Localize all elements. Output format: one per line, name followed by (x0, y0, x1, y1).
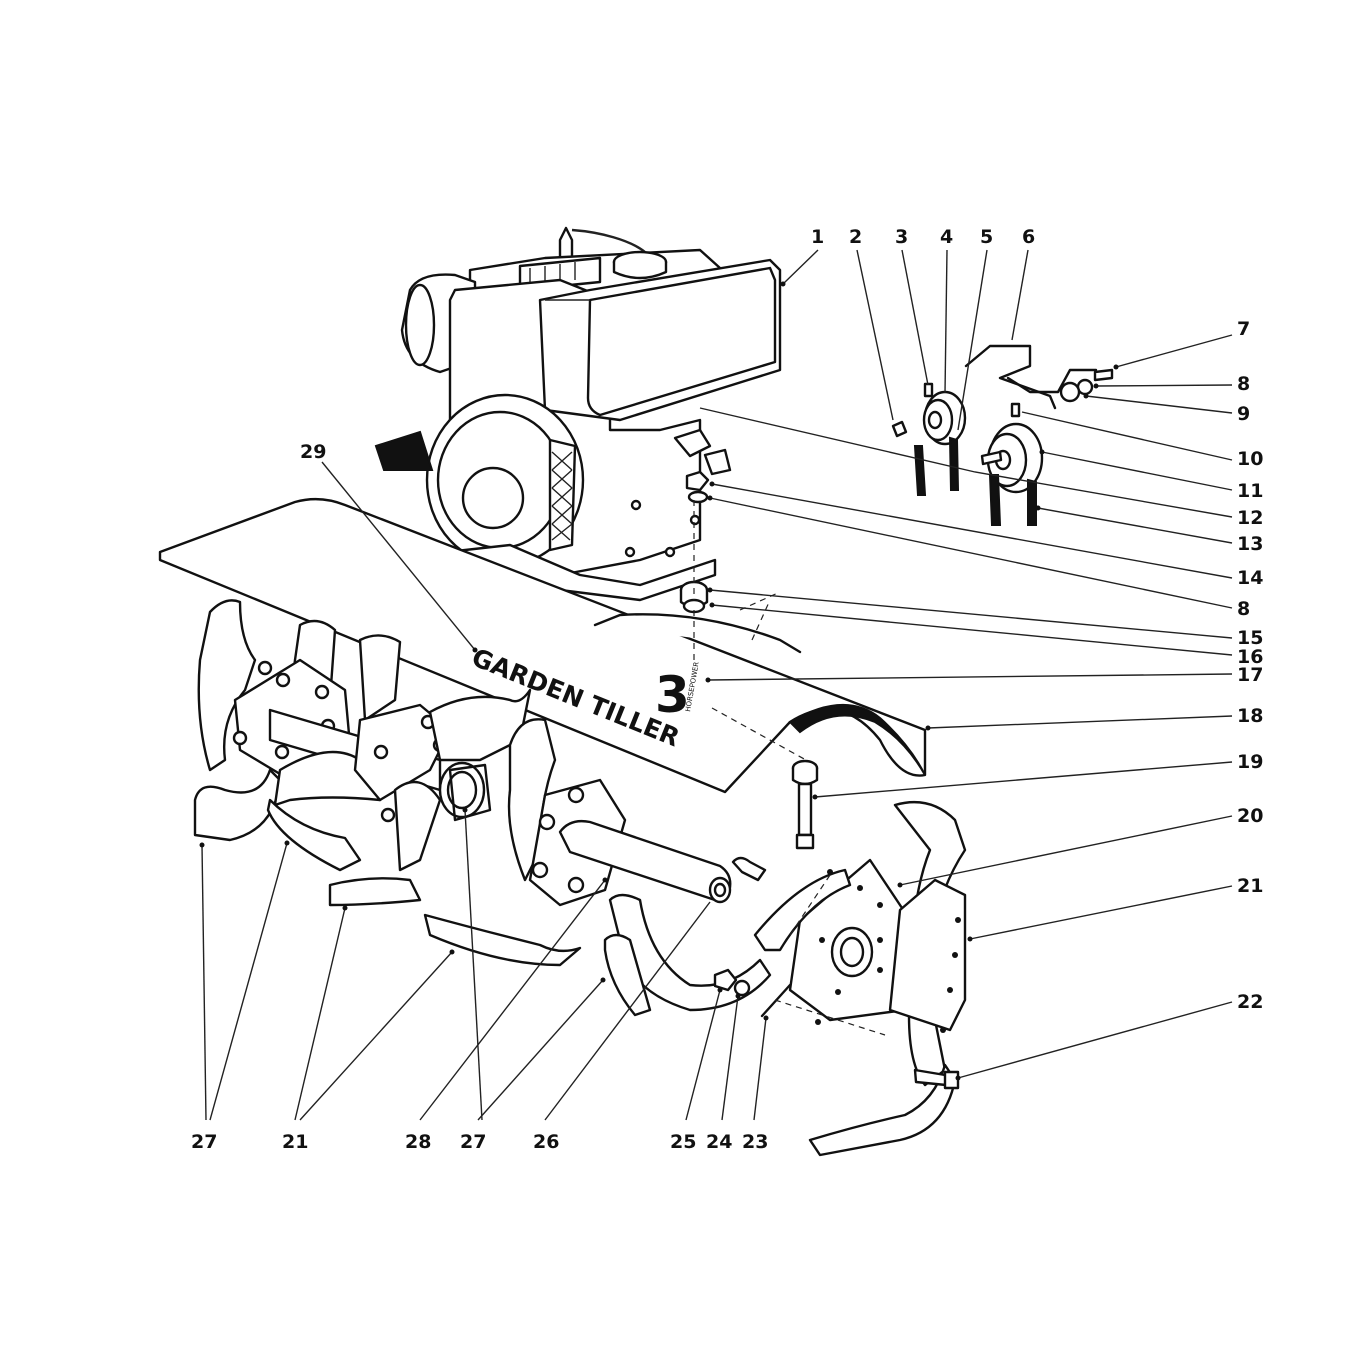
callout-leader-lines (201, 249, 1233, 1121)
left-tine-assembly (193, 599, 582, 967)
callout-26: 26 (533, 1131, 560, 1153)
callout-17: 17 (1237, 664, 1264, 686)
callout-21-right: 21 (1237, 875, 1264, 897)
assembly-center-lines (693, 500, 886, 1036)
horsepower-number: 3 (655, 666, 690, 724)
callout-15: 15 (1237, 627, 1264, 649)
pulley-and-belt-parts (679, 344, 1114, 614)
callout-6: 6 (1022, 226, 1036, 248)
callout-22: 22 (1237, 991, 1264, 1013)
callout-leader-dots (199, 281, 1119, 1081)
callout-9: 9 (1237, 403, 1251, 425)
callout-21-bottom: 21 (282, 1131, 309, 1153)
callout-2: 2 (849, 226, 863, 248)
callout-12: 12 (1237, 507, 1264, 529)
callout-13: 13 (1237, 533, 1264, 555)
callout-7: 7 (1237, 318, 1251, 340)
callout-28: 28 (405, 1131, 432, 1153)
callout-4: 4 (940, 226, 954, 248)
callout-24: 24 (706, 1131, 733, 1153)
callout-3: 3 (895, 226, 909, 248)
callout-11: 11 (1237, 480, 1264, 502)
callout-14: 14 (1237, 567, 1264, 589)
callout-8-lower: 8 (1237, 598, 1251, 620)
right-tine-assembly (507, 718, 967, 1157)
callout-16: 16 (1237, 646, 1264, 668)
callout-1: 1 (811, 226, 825, 248)
callout-18: 18 (1237, 705, 1264, 727)
engine-assembly (374, 226, 782, 602)
callout-5: 5 (980, 226, 994, 248)
callout-8-upper: 8 (1237, 373, 1251, 395)
callout-10: 10 (1237, 448, 1264, 470)
callout-20: 20 (1237, 805, 1264, 827)
callout-19: 19 (1237, 751, 1264, 773)
callout-23: 23 (742, 1131, 769, 1153)
callout-27-left: 27 (191, 1131, 218, 1153)
callout-25: 25 (670, 1131, 697, 1153)
callout-29: 29 (300, 441, 327, 463)
callout-27-center: 27 (460, 1131, 487, 1153)
